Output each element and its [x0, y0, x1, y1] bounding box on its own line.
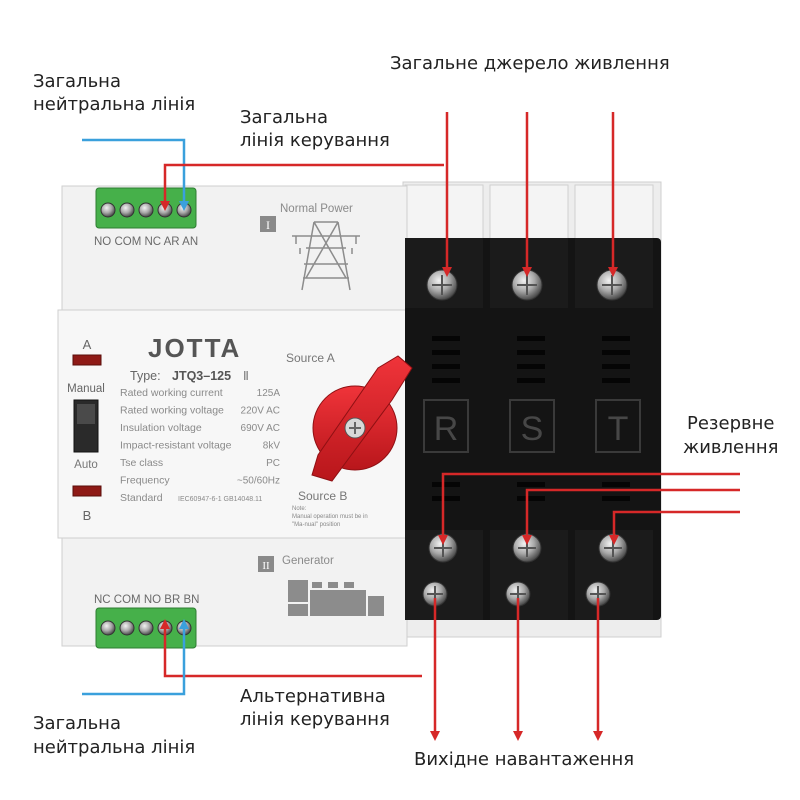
note-line-1: Manual operation must be in — [292, 514, 368, 520]
model-number: JTQ3–125 — [172, 369, 231, 383]
wire-common-neutral-bottom — [82, 619, 189, 696]
brand-logo: JOTTA — [148, 333, 241, 363]
label-backup-line2: живлення — [683, 437, 779, 458]
top-slot-1 — [404, 184, 484, 246]
wire-common-neutral-top — [82, 138, 189, 211]
spec-value: 125A — [257, 388, 281, 399]
wire-common-control — [160, 163, 444, 211]
roman-2-label: II — [262, 560, 270, 572]
phase-s-box — [509, 399, 555, 453]
phase-r-box — [423, 399, 469, 453]
output-load-screws — [422, 581, 611, 607]
label-common-neutral-bottom-line1: Загальна — [33, 713, 121, 734]
auto-label: Auto — [74, 459, 98, 471]
label-common-neutral-top-line2: нейтральна лінія — [33, 94, 196, 115]
spec-name: Tse class — [120, 457, 163, 469]
spec-table: Rated working current 125A Rated working v… — [120, 387, 280, 504]
manual-label: Manual — [67, 383, 105, 395]
spec-name: Rated working current — [120, 387, 223, 399]
wire-backup-l2 — [522, 488, 740, 545]
phase-t-box — [595, 399, 641, 453]
roman-2-badge — [258, 556, 274, 572]
spec-value: IEC60947-6-1 GB14048.11 — [178, 496, 262, 503]
spec-name: Frequency — [120, 475, 170, 487]
spec-value: 690V AC — [241, 423, 280, 434]
switch-knob[interactable] — [77, 404, 95, 424]
phase-s-label: S — [521, 410, 544, 448]
label-common-control-line1: Загальна — [240, 107, 328, 128]
spec-value: 220V AC — [241, 406, 280, 417]
indicator-a-label: A — [83, 337, 92, 352]
transfer-handle[interactable] — [311, 355, 413, 482]
roman-1-badge — [260, 216, 276, 232]
spec-value: ~50/60Hz — [237, 476, 280, 487]
wire-backup-l1 — [438, 472, 740, 545]
spec-name: Rated working voltage — [120, 405, 224, 417]
phase-r-label: R — [434, 410, 459, 448]
label-common-neutral-bottom-line2: нейтральна лінія — [33, 737, 196, 758]
label-common-neutral-top-line1: Загальна — [33, 71, 121, 92]
indicator-b-label: B — [83, 508, 92, 523]
power-tower-icon — [292, 221, 360, 291]
spec-name: Insulation voltage — [120, 422, 202, 434]
label-output-load: Вихідне навантаження — [414, 749, 635, 770]
backup-source-screws — [428, 533, 628, 563]
source-a-label: Source A — [286, 351, 335, 365]
normal-power-label: Normal Power — [280, 203, 353, 215]
black-terminal-body — [405, 238, 661, 620]
spec-value: PC — [266, 458, 280, 469]
spec-value: 8kV — [263, 441, 281, 452]
label-main-power: Загальне джерело живлення — [390, 53, 670, 74]
wire-alt-control — [160, 619, 422, 678]
label-alt-control-line1: Альтернативна — [240, 686, 386, 707]
indicator-a-lamp — [72, 354, 102, 366]
generator-icon — [288, 580, 384, 616]
top-terminal-labels: NO COM NC AR AN — [94, 236, 198, 248]
note-label: Note: — [292, 506, 307, 512]
main-source-screws — [426, 269, 628, 301]
indicator-b-lamp — [72, 485, 102, 497]
generator-label: Generator — [282, 555, 334, 567]
note-line-2: "Ma-nual" position — [292, 522, 340, 528]
bottom-terminal-labels: NC COM NO BR BN — [94, 594, 199, 606]
model-suffix: Ⅱ — [243, 369, 249, 383]
spec-name: Standard — [120, 492, 163, 504]
label-common-control-line2: лінія керування — [240, 130, 390, 151]
label-backup-line1: Резервне — [687, 413, 775, 434]
type-prefix: Type: — [130, 369, 161, 383]
label-alt-control-line2: лінія керування — [240, 709, 390, 730]
roman-1-label: I — [266, 218, 270, 232]
phase-t-label: T — [608, 410, 629, 448]
wire-backup-l3 — [609, 510, 740, 545]
top-slot-2 — [489, 184, 569, 246]
spec-name: Impact-resistant voltage — [120, 440, 232, 452]
source-b-label: Source B — [298, 489, 347, 503]
